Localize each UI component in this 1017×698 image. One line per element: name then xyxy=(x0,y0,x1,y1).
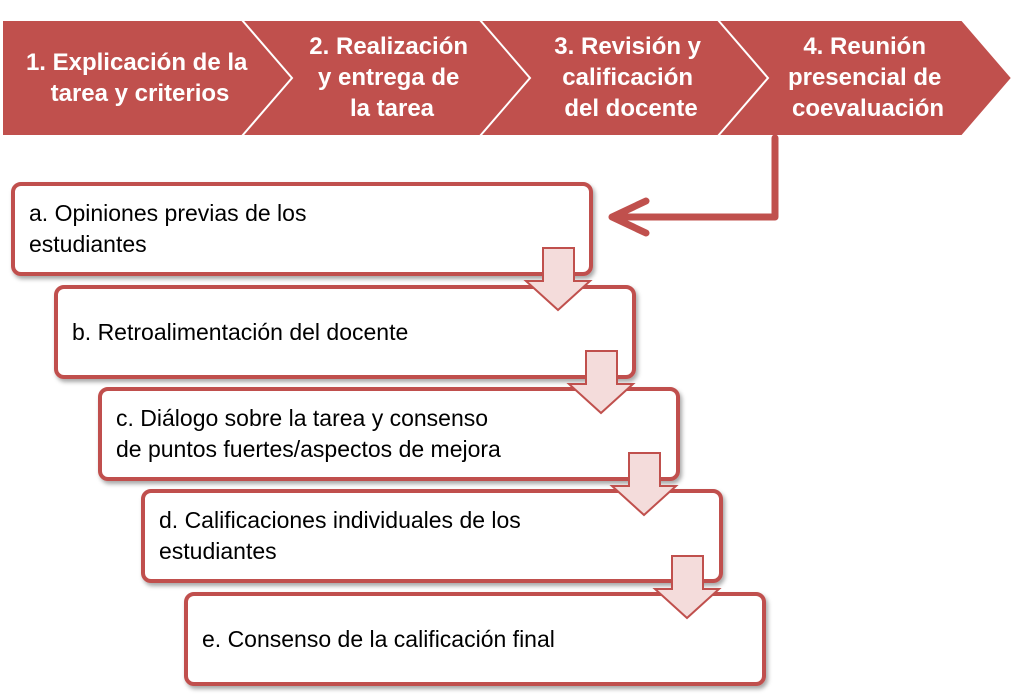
stage-b-box xyxy=(54,285,636,379)
stage-d-text: d. Calificaciones individuales de los es… xyxy=(145,493,719,579)
stage-c-line1: c. Diálogo sobre la tarea y consenso xyxy=(116,405,489,431)
process-steps: 1. Explicación de la tarea y criterios 2… xyxy=(1,19,1014,137)
stage-a-box xyxy=(11,182,593,276)
meeting-stage-boxes xyxy=(11,182,766,686)
step-2-label: 2. Realización y entrega de la tarea xyxy=(309,33,474,122)
stage-e-line1: e. Consenso de la calificación final xyxy=(202,625,555,652)
step-1-chevron xyxy=(1,19,296,137)
stage-d-line2: estudiantes xyxy=(159,538,277,564)
step-3-label: 3. Revisión y calificación del docente xyxy=(554,33,707,122)
stage-b-line1: b. Retroalimentación del docente xyxy=(72,318,409,345)
stage-d-line1: d. Calificaciones individuales de los xyxy=(159,507,521,533)
stage-e-box xyxy=(184,592,766,686)
down-arrow-c-d xyxy=(609,452,679,517)
down-arrow-d-e xyxy=(652,555,722,620)
stage-e-text: e. Consenso de la calificación final xyxy=(188,596,762,682)
stage-b-text: b. Retroalimentación del docente xyxy=(58,289,632,375)
step-4-label: 4. Reunión presencial de coevaluación xyxy=(788,33,948,122)
stage-d-box xyxy=(141,489,723,583)
stage-a-line1: a. Opiniones previas de los xyxy=(29,200,307,226)
stage-c-box xyxy=(98,387,680,481)
stage-a-text: a. Opiniones previas de los estudiantes xyxy=(15,186,589,272)
down-arrow-a-b xyxy=(523,247,593,312)
stage-a-line2: estudiantes xyxy=(29,231,147,257)
down-arrow-b-c xyxy=(566,350,636,415)
connector-arrow xyxy=(608,134,779,237)
stage-c-line2: de puntos fuertes/aspectos de mejora xyxy=(116,436,501,462)
stage-c-text: c. Diálogo sobre la tarea y consenso de … xyxy=(102,391,676,477)
step-1-label: 1. Explicación de la tarea y criterios xyxy=(26,49,254,107)
step-4-chevron xyxy=(715,19,1014,137)
stage-down-arrows xyxy=(523,247,722,620)
